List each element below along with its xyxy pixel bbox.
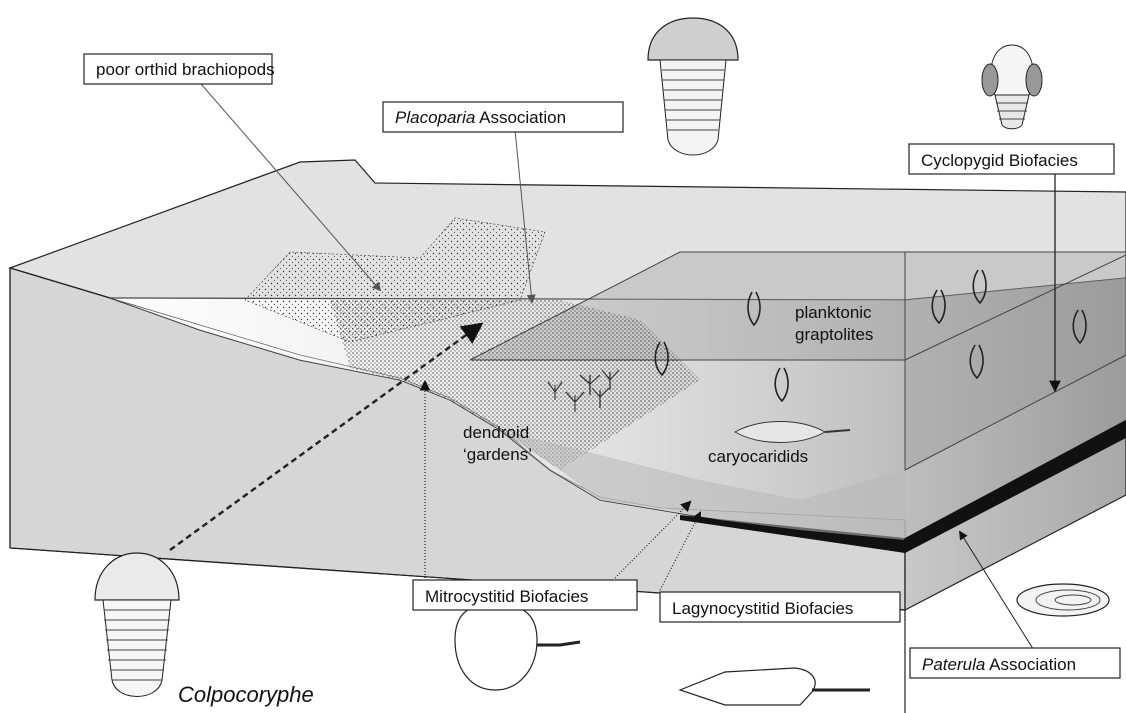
caryocaridids-label: caryocaridids — [708, 447, 808, 466]
mitrocystitid-label: Mitrocystitid Biofacies — [425, 587, 588, 606]
mitrocystitid-icon — [455, 604, 580, 690]
dendroid-label-2: ‘gardens’ — [463, 445, 532, 464]
colpocoryphe-label: Colpocoryphe — [178, 682, 314, 707]
planktonic-label-2: graptolites — [795, 325, 873, 344]
poor-orthid-label: poor orthid brachiopods — [96, 60, 275, 79]
paterula-label: Paterula Association — [922, 655, 1076, 674]
dendroid-label-1: dendroid — [463, 423, 529, 442]
cyclopygid-label: Cyclopygid Biofacies — [921, 151, 1078, 170]
cyclopygid-trilobite-icon — [982, 45, 1042, 129]
lagynocystitid-icon — [680, 668, 870, 705]
placoparia-label: Placoparia Association — [395, 108, 566, 127]
colpocoryphe-trilobite-icon — [95, 553, 179, 697]
planktonic-label-1: planktonic — [795, 303, 872, 322]
lagynocystitid-label: Lagynocystitid Biofacies — [672, 599, 853, 618]
trilobite-icon-top — [648, 18, 738, 155]
paterula-brachiopod-icon — [1017, 584, 1109, 616]
